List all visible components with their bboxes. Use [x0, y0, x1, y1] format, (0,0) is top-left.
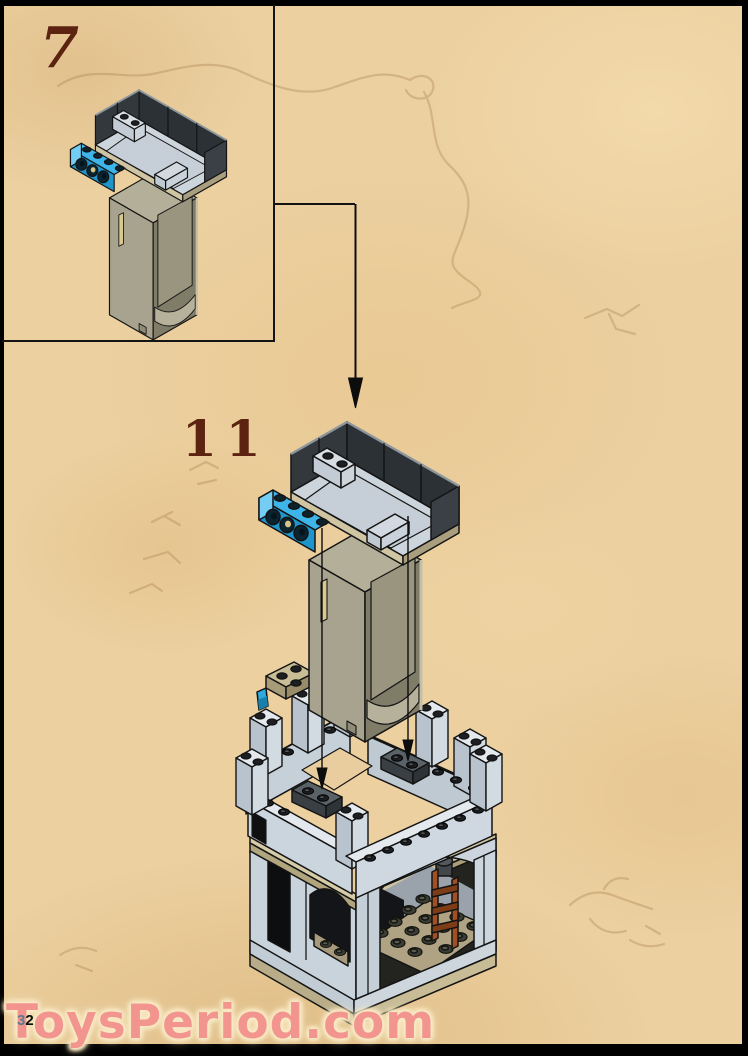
- parchment-cracks: [56, 63, 666, 973]
- battlement-front-right: [345, 744, 503, 899]
- castle-tower-illustration: [235, 661, 503, 1027]
- page-number-digit: 2: [25, 1012, 34, 1029]
- watermark-text: ToysPeriod.com: [6, 995, 436, 1050]
- tan-corner-plate: [265, 661, 315, 700]
- blue-telescope: [256, 687, 269, 711]
- black-doorway: [267, 860, 291, 953]
- step7-to-step11-arrow: [347, 204, 364, 409]
- step-7-callout-border: [2, 5, 355, 342]
- step7-subassembly-illustration: [69, 89, 228, 342]
- page-number: 32: [17, 1012, 34, 1029]
- dark-gray-plate-left: [291, 780, 343, 819]
- base-plates: [249, 939, 497, 1027]
- tower-face-left: [249, 850, 357, 1013]
- placement-guide-arrow-right: [402, 516, 414, 762]
- dark-gray-plate-right: [380, 747, 430, 785]
- placement-guide-arrow-left: [316, 528, 328, 790]
- step-7-label: 7: [40, 15, 79, 81]
- page-number-digit: 3: [17, 1012, 26, 1029]
- step-11-label: 11: [182, 409, 270, 468]
- battlement-front-left: [235, 748, 369, 895]
- brown-ladder: [431, 855, 459, 950]
